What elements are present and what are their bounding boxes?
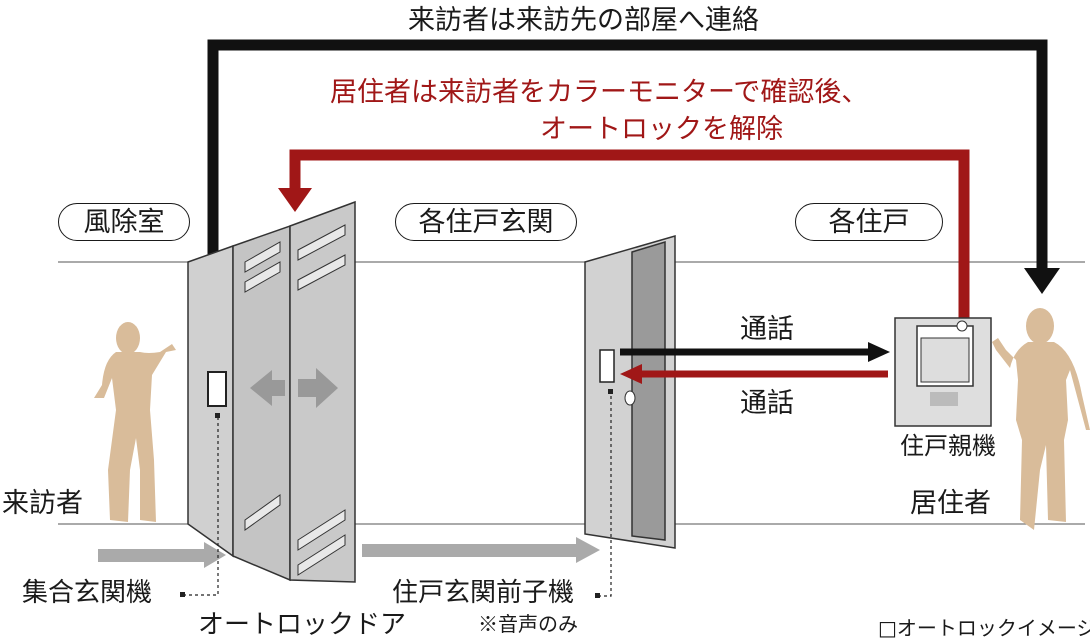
unit-door-glass — [631, 240, 666, 541]
door-slat — [297, 509, 346, 551]
area-each-unit: 各住戸 — [795, 203, 943, 241]
unlock-route-red — [289, 149, 970, 318]
call-arrow-red-head — [620, 364, 642, 384]
call-route-black-arrowhead — [1024, 268, 1060, 294]
red-caption-line2: オートロックを解除 — [540, 114, 783, 145]
visitor-label: 来訪者 — [2, 488, 83, 519]
visitor-figure — [94, 322, 176, 522]
door-slat — [297, 254, 346, 291]
walk-arrow-2-shaft — [362, 544, 578, 557]
door-slat — [244, 261, 281, 293]
leader-dot — [180, 592, 185, 597]
entrance-sub-unit-label: 住戸玄関前子機 — [392, 578, 575, 608]
autolock-door-label: オートロックドア — [198, 610, 407, 640]
door-slat — [297, 534, 346, 576]
call-route-black — [207, 39, 1048, 378]
walk-arrow-1-shaft — [98, 549, 206, 562]
unlock-route-red-arrowhead — [278, 188, 312, 212]
main-entrance-unit-label: 集合玄関機 — [22, 578, 153, 608]
door-slat — [244, 494, 281, 531]
call-label-lower: 通話 — [740, 388, 794, 419]
door-slat — [297, 224, 346, 261]
leader-dot — [215, 413, 220, 418]
master-unit-speaker — [930, 392, 958, 406]
call-label-upper: 通話 — [740, 314, 794, 345]
legend-autolock-image: □オートロックイメージ — [878, 616, 1090, 640]
leader-sub-unit — [598, 392, 612, 597]
main-entrance-unit-device — [207, 371, 227, 407]
leader-dot — [595, 593, 600, 598]
walk-arrow-2-head — [576, 537, 600, 563]
resident-figure — [992, 308, 1090, 530]
slide-left-arrow — [250, 370, 285, 406]
door-handle — [624, 390, 636, 406]
entrance-sub-unit-device — [599, 349, 615, 383]
red-caption-line1: 居住者は来訪者をカラーモニターで確認後、 — [330, 77, 869, 108]
resident-label: 居住者 — [910, 488, 991, 519]
master-unit-button — [956, 320, 968, 332]
leader-dot — [608, 389, 613, 394]
slide-right-arrow — [298, 368, 338, 408]
master-unit-screen-inner — [920, 337, 970, 383]
area-windbreak-room: 風除室 — [58, 203, 190, 241]
door-slat — [244, 241, 281, 273]
walk-arrow-1-head — [204, 542, 226, 568]
area-unit-entrance: 各住戸玄関 — [395, 203, 577, 241]
call-arrow-black-head — [868, 342, 890, 362]
master-unit-label: 住戸親機 — [900, 432, 996, 460]
top-caption: 来訪者は来訪先の部屋へ連絡 — [408, 5, 759, 36]
voice-only-note: ※音声のみ — [478, 612, 578, 636]
